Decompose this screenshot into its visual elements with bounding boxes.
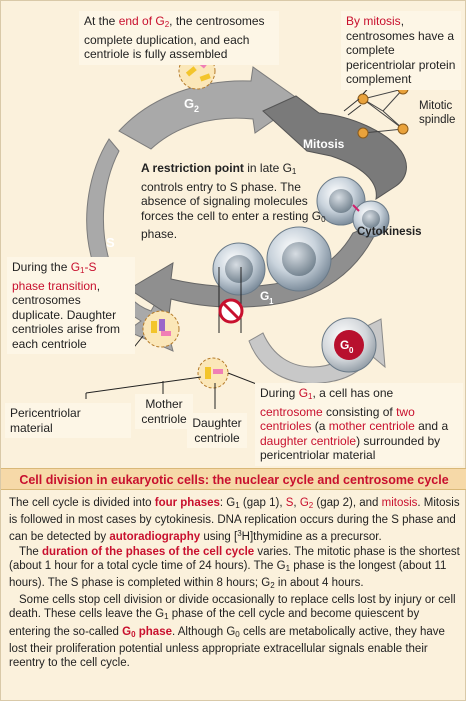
- legend-daughter-centriole: Daughter centriole: [187, 413, 247, 448]
- s-phase-label: S: [106, 235, 115, 250]
- centrosome-g1s-icon: [142, 310, 180, 348]
- paragraph-phases: The cell cycle is divided into four phas…: [9, 497, 460, 544]
- callout-restriction-point: A restriction point in late G1 controls …: [141, 161, 326, 241]
- g1-phase-label: G: [260, 289, 269, 303]
- svg-text:1: 1: [269, 297, 274, 306]
- callout-g1: During G1, a cell has one centrosome con…: [255, 383, 463, 466]
- svg-text:0: 0: [349, 346, 354, 355]
- mitotic-spindle-icon: [343, 83, 409, 139]
- cell-cycle-diagram: G 2 S Mitosis G 1 G: [85, 49, 409, 409]
- body-text: The cell cycle is divided into four phas…: [9, 496, 461, 670]
- callout-mitosis: By mitosis, centrosomes have a complete …: [341, 11, 461, 90]
- leader-legend: [85, 376, 202, 394]
- cytokinesis-label: Cytokinesis: [357, 226, 422, 238]
- g0-cell: [321, 317, 377, 373]
- dividing-cells: [316, 176, 390, 238]
- g2-phase-arrow: [118, 66, 302, 150]
- g2-phase-label: G: [184, 96, 194, 111]
- legend-mother-centriole: Mother centriole: [135, 394, 193, 429]
- callout-g1s-transition: During the G1-S phase transition, centro…: [7, 257, 135, 354]
- restriction-point-icon: [218, 267, 244, 333]
- centrosome-g1-icon: [197, 357, 229, 389]
- mitosis-phase-arrow: [262, 95, 407, 201]
- callout-end-g2: At the end of G2, the centrosomes comple…: [79, 11, 279, 65]
- svg-text:2: 2: [194, 104, 199, 114]
- legend-pericentriolar: Pericentriolar material: [5, 403, 131, 438]
- paragraph-duration: The duration of the phases of the cell c…: [9, 545, 460, 591]
- leader-g1: [227, 372, 260, 386]
- paragraph-g0: Some cells stop cell division or divide …: [9, 594, 456, 670]
- g1-cells: [212, 226, 332, 296]
- section-title: Cell division in eukaryotic cells: the n…: [1, 468, 466, 490]
- mitosis-label: Mitosis: [303, 137, 345, 151]
- g0-label: G: [340, 338, 349, 352]
- mitotic-spindle-label: Mitotic spindle: [419, 100, 456, 126]
